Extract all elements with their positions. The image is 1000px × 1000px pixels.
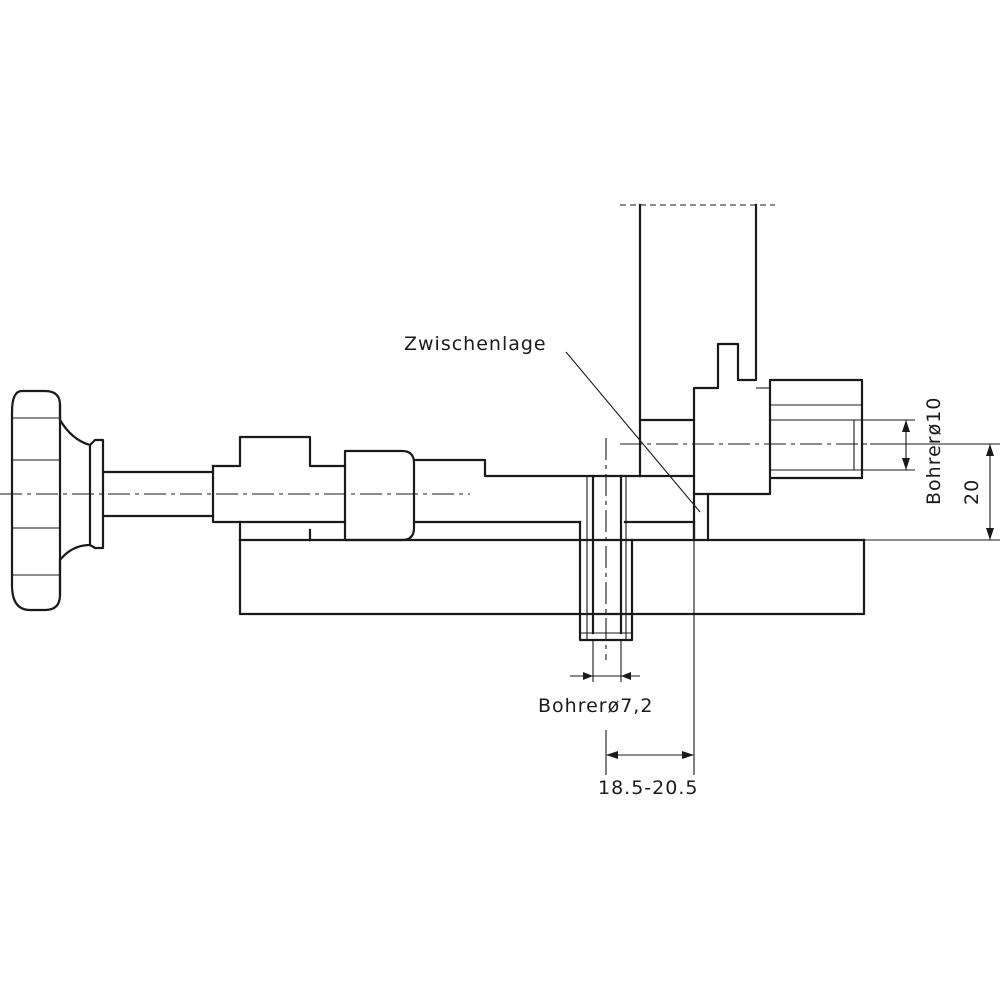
- dimension-bohrer-7-2: Bohrerø7,2: [538, 640, 653, 717]
- shaft: [101, 470, 215, 518]
- bohrer-10-label: Bohrerø10: [923, 397, 945, 505]
- dimension-20: 20: [864, 443, 1000, 541]
- base-block: [238, 528, 866, 616]
- zwischenlage-label: Zwischenlage: [404, 333, 547, 355]
- spacer-zwischenlage: [692, 476, 772, 542]
- dimension-bohrer-10: Bohrerø10: [862, 397, 945, 505]
- dimension-20-label: 20: [961, 479, 983, 505]
- right-clamp-block: [756, 378, 864, 480]
- dimension-range-label: 18.5-20.5: [598, 777, 698, 799]
- bohrer-7-2-label: Bohrerø7,2: [538, 695, 653, 717]
- star-knob-handle: [10, 389, 105, 612]
- drilled-hole-7-2: [578, 474, 634, 642]
- vertical-workpiece: [620, 203, 775, 542]
- clamp-nut: [343, 449, 416, 542]
- center-lines: [0, 438, 870, 660]
- zwischenlage-callout: Zwischenlage: [404, 333, 701, 513]
- dimension-18-5-20-5: 18.5-20.5: [598, 540, 698, 799]
